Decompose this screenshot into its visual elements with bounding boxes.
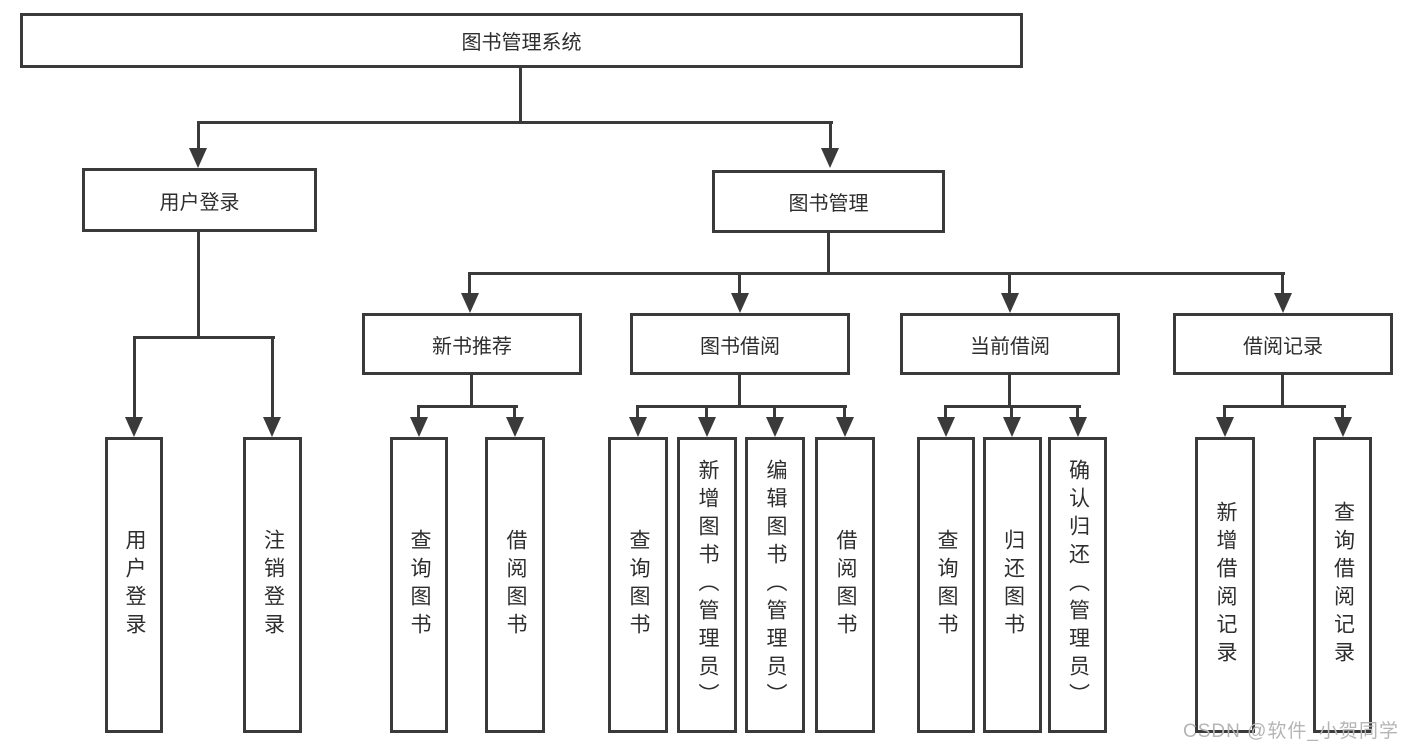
connector-vline (843, 405, 846, 419)
arrow-down-icon (1334, 417, 1352, 437)
arrow-down-icon (766, 417, 784, 437)
connector-vline (470, 375, 473, 408)
connector-vline (829, 121, 832, 149)
node-current-borrow: 当前借阅 (900, 313, 1120, 375)
node-add-book-admin: 新增图书（管理员） (677, 437, 737, 733)
connector-vline (773, 405, 776, 419)
connector-hline (133, 336, 275, 339)
connector-vline (1008, 272, 1011, 295)
node-book-borrow: 图书借阅 (630, 313, 850, 375)
arrow-down-icon (461, 293, 479, 313)
node-borrow-books-recommend: 借阅图书 (485, 437, 545, 733)
connector-vline (271, 336, 274, 418)
connector-hline (636, 405, 847, 408)
arrow-down-icon (263, 417, 281, 437)
arrow-down-icon (821, 148, 839, 168)
node-library-management-system: 图书管理系统 (20, 13, 1023, 68)
connector-vline (133, 336, 136, 418)
connector-hline (417, 405, 518, 408)
connector-vline (197, 121, 200, 149)
connector-vline (519, 66, 522, 123)
connector-hline (197, 121, 833, 124)
csdn-watermark: CSDN @软件_小贺同学 (1183, 721, 1399, 742)
node-logout-login: 注销登录 (243, 437, 302, 733)
connector-vline (1281, 375, 1284, 408)
connector-hline (469, 272, 1285, 275)
connector-vline (1010, 405, 1013, 419)
connector-vline (1008, 375, 1011, 408)
connector-hline (1223, 405, 1346, 408)
arrow-down-icon (1003, 417, 1021, 437)
arrow-down-icon (125, 417, 143, 437)
arrow-down-icon (731, 293, 749, 313)
node-borrow-books-leaf: 借阅图书 (815, 437, 875, 733)
node-return-book: 归还图书 (983, 437, 1042, 733)
node-query-books-borrow: 查询图书 (608, 437, 668, 733)
connector-vline (738, 272, 741, 295)
connector-vline (513, 405, 516, 419)
node-user-login: 用户登录 (82, 168, 317, 232)
connector-vline (197, 232, 200, 339)
arrow-down-icon (1069, 417, 1087, 437)
arrow-down-icon (836, 417, 854, 437)
node-confirm-return-admin: 确认归还（管理员） (1048, 437, 1107, 733)
connector-vline (944, 405, 947, 419)
connector-vline (705, 405, 708, 419)
node-query-borrow-record: 查询借阅记录 (1313, 437, 1372, 733)
connector-vline (1076, 405, 1079, 419)
connector-vline (827, 233, 830, 275)
connector-vline (636, 405, 639, 419)
arrow-down-icon (506, 417, 524, 437)
connector-vline (1281, 272, 1284, 295)
connector-vline (468, 272, 471, 295)
node-edit-book-admin: 编辑图书（管理员） (745, 437, 805, 733)
connector-vline (1223, 405, 1226, 419)
node-add-borrow-record: 新增借阅记录 (1195, 437, 1255, 733)
arrow-down-icon (189, 148, 207, 168)
arrow-down-icon (1216, 417, 1234, 437)
connector-vline (1341, 405, 1344, 419)
node-new-book-recommend: 新书推荐 (362, 313, 582, 375)
arrow-down-icon (1274, 293, 1292, 313)
node-query-books-recommend: 查询图书 (390, 437, 448, 733)
connector-vline (417, 405, 420, 419)
node-borrow-records: 借阅记录 (1173, 313, 1393, 375)
node-book-management: 图书管理 (712, 170, 945, 233)
connector-vline (738, 375, 741, 408)
arrow-down-icon (410, 417, 428, 437)
node-user-login-leaf: 用户登录 (105, 437, 163, 733)
arrow-down-icon (1001, 293, 1019, 313)
node-query-books-current: 查询图书 (917, 437, 975, 733)
arrow-down-icon (937, 417, 955, 437)
arrow-down-icon (698, 417, 716, 437)
arrow-down-icon (629, 417, 647, 437)
